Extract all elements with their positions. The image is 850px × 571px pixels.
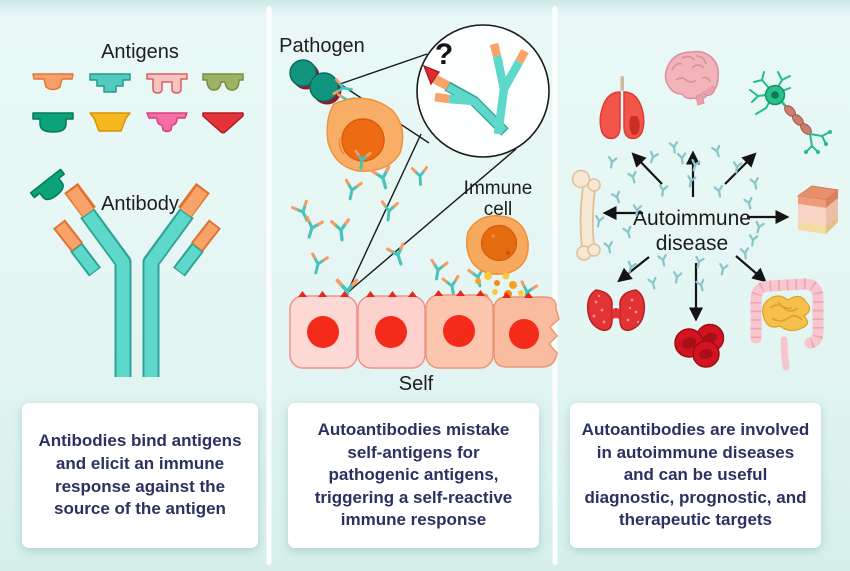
thyroid-icon (586, 289, 646, 332)
antigen-olive-icon (202, 73, 244, 91)
antibody-label: Antibody (101, 193, 179, 215)
immune-cell-icon (465, 215, 529, 275)
antigen-green-icon (32, 112, 74, 133)
orange-cell-icon (326, 97, 404, 172)
autoimmune-disease-label-line1: Autoimmune (633, 207, 751, 230)
antigen-light-pink-icon (146, 73, 188, 94)
antigen-pink-icon (146, 112, 188, 133)
antibody-illustration (53, 182, 221, 377)
caption-right-text: Autoantibodies are involved in autoimmun… (581, 419, 810, 530)
immune-cell-label-line2: cell (484, 199, 513, 220)
brain-icon (664, 50, 720, 106)
magnified-antibody-right (489, 42, 529, 135)
immune-cell-label-line1: Immune (464, 178, 533, 199)
left-panel: Antigens Antibody (29, 41, 244, 377)
arrow-to-intestine (735, 255, 767, 283)
panel-separator-right (552, 6, 558, 565)
bound-antigen-icon (29, 168, 66, 201)
magnifier-circle: ? (416, 24, 550, 158)
caption-middle-text: Autoantibodies mistake self-antigens for… (314, 419, 513, 530)
caption-left: Antibodies bind antigens and elicit an i… (22, 403, 258, 548)
arrow-to-lungs (631, 152, 663, 185)
antigens-title: Antigens (101, 41, 179, 63)
self-cells (289, 290, 560, 369)
neuron-icon (749, 71, 832, 154)
self-label: Self (399, 373, 434, 395)
middle-panel: Pathogen ? (279, 24, 560, 395)
intestine-icon (750, 278, 824, 371)
skin-icon (796, 185, 840, 234)
blood-cells-icon (674, 323, 725, 368)
antigen-teal-icon (89, 73, 131, 93)
question-mark: ? (435, 38, 453, 71)
arrow-to-thyroid (617, 256, 650, 283)
pathogen-label: Pathogen (279, 35, 365, 57)
caption-right: Autoantibodies are involved in autoimmun… (570, 403, 821, 548)
caption-middle: Autoantibodies mistake self-antigens for… (288, 403, 539, 548)
pathogen-icon (289, 59, 342, 105)
magnified-antibody-left (432, 74, 509, 136)
lungs-icon (599, 76, 645, 140)
right-panel: Autoimmune disease (571, 50, 840, 371)
panel-separator-left (266, 6, 272, 565)
antigen-red-icon (202, 112, 244, 134)
antigen-shapes (32, 73, 244, 134)
arrow-to-neuron (724, 152, 757, 185)
bone-icon (571, 169, 601, 261)
caption-left-text: Antibodies bind antigens and elicit an i… (38, 431, 242, 519)
membrane-spikes (298, 290, 533, 298)
arrows (602, 150, 790, 322)
antigen-orange-icon (32, 73, 74, 91)
self-antigen-red (422, 64, 440, 86)
autoimmune-disease-label-line2: disease (656, 232, 728, 255)
antigen-amber-icon (89, 112, 131, 132)
